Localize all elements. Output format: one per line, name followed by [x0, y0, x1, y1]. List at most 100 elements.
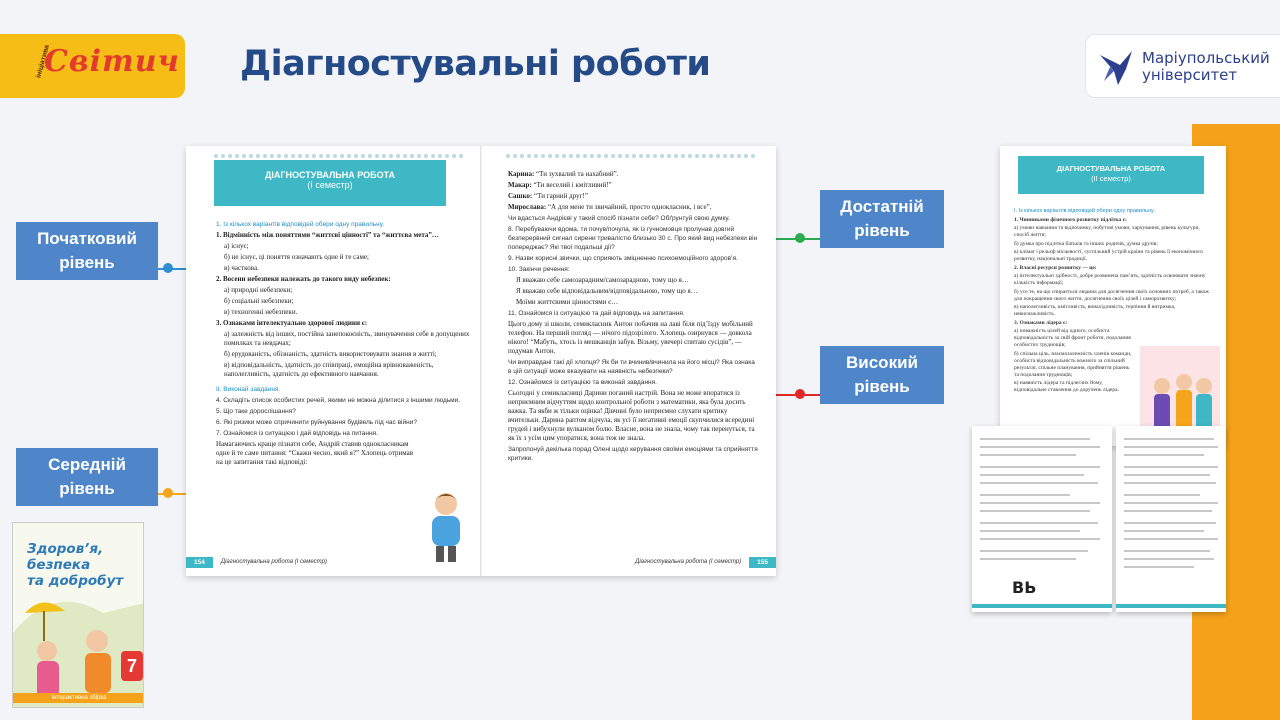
- mini-page-label: ВЬ: [1012, 578, 1037, 597]
- cover-publisher: Інтерактивна збірка: [13, 693, 143, 703]
- answer-karina: Карина: “Ти зухвалий та нахабний”.: [508, 170, 619, 178]
- connector-dot-medium: [163, 488, 173, 498]
- university-line-2: університет: [1142, 66, 1238, 84]
- sentence-option: Моїми життєвими цінностями є…: [516, 298, 619, 306]
- second-question-2: 2. Власні ресурси розвитку — це:: [1014, 264, 1097, 271]
- left-page-footer: 154 Діагностувальна робота (І семестр): [186, 556, 327, 568]
- dots-decoration-right: [506, 154, 755, 158]
- text-line: [980, 522, 1098, 524]
- level-initial-line-2: рівень: [59, 253, 115, 272]
- question-7-prompt: Чи вдасться Андрієві у такий спосіб пізн…: [508, 215, 730, 222]
- connector-dot-initial: [163, 263, 173, 273]
- text-line: [1124, 538, 1218, 540]
- connector-dot-sufficient: [795, 233, 805, 243]
- level-high-line-2: рівень: [854, 377, 910, 396]
- option: в) наполегливість, кмітливість, винахідл…: [1014, 304, 1176, 317]
- text-line: [980, 482, 1098, 484]
- option: а) природні небезпеки;: [224, 286, 293, 294]
- text-line: [980, 558, 1076, 560]
- option: б) думка про підлітка батьків та інших р…: [1014, 240, 1158, 247]
- question-8: 8. Перебуваючи вдома, ти почув/почула, я…: [508, 226, 758, 251]
- option: а) залежність від інших, постійна занепо…: [224, 330, 470, 347]
- answer-sashko: Сашко: “Ти гарний друг!”: [508, 192, 588, 200]
- question-11: 11. Ознайомся із ситуацією та дай відпов…: [508, 310, 685, 317]
- task-1: 1. Із кількох варіантів відповідей обери…: [216, 221, 385, 228]
- mini-page-left: ВЬ: [972, 426, 1112, 612]
- university-logo: Маріупольський університет: [1085, 34, 1280, 98]
- option: в) наявність лідера та підлеглих йому, в…: [1014, 380, 1119, 393]
- text-line: [980, 550, 1088, 552]
- cover-title-line-1: Здоров’я,: [27, 541, 104, 557]
- level-initial: Початковий рівень: [16, 222, 158, 280]
- text-line: [1124, 530, 1204, 532]
- text-line: [1124, 474, 1210, 476]
- question-11-prompt: Чи виправдані такі дії хлопця? Як би ти …: [508, 359, 755, 375]
- text-line: [1124, 502, 1218, 504]
- cover-title-line-2: безпека: [27, 557, 91, 573]
- banner-semester: (І семестр): [307, 180, 353, 190]
- right-page-footer: Діагностувальна робота (І семестр) 155: [635, 556, 776, 568]
- question-3: 3. Ознаками інтелектуально здорової люди…: [216, 319, 368, 327]
- text-line: [1124, 454, 1204, 456]
- text-line: [980, 474, 1084, 476]
- option: б) не існує, ці поняття означають одне й…: [224, 253, 369, 261]
- page-number-left: 154: [186, 556, 213, 568]
- university-line-1: Маріупольський: [1142, 49, 1270, 67]
- text-line: [980, 466, 1100, 468]
- question-2: 2. Восени небезпеки належать до такого в…: [216, 275, 391, 283]
- logo-text: Світич: [44, 44, 180, 79]
- text-line: [980, 502, 1100, 504]
- option: б) ерудованість, обізнаність, здатність …: [224, 350, 437, 358]
- question-12: 12. Ознайомся із ситуацією та виконай за…: [508, 379, 657, 386]
- question-9: 9. Назви корисні звички, що сприяють змі…: [508, 255, 738, 262]
- text-line: [1124, 482, 1216, 484]
- level-medium-line-1: Середній: [48, 455, 126, 474]
- second-task-1: I. Із кількох варіантів відповідей обери…: [1014, 208, 1155, 214]
- text-line: [1124, 494, 1200, 496]
- work-banner: ДІАГНОСТУВАЛЬНА РОБОТА (І семестр): [214, 160, 446, 206]
- sentence-option: Я вважаю себе відповідальним/відповідаль…: [516, 287, 698, 295]
- second-question-3: 3. Ознаками лідера є:: [1014, 319, 1068, 326]
- text-line: [980, 454, 1076, 456]
- level-high-line-1: Високий: [846, 353, 918, 372]
- option: в) часткова.: [224, 264, 259, 272]
- option: в) клімат і рельєф місцевості, суспільни…: [1014, 249, 1204, 262]
- second-banner-semester: (II семестр): [1091, 174, 1131, 183]
- second-banner-title: ДІАГНОСТУВАЛЬНА РОБОТА: [1056, 164, 1166, 173]
- option: а) поважність цілей від одного, особиста…: [1014, 328, 1131, 348]
- text-line: [980, 446, 1100, 448]
- connector-medium: [158, 493, 202, 495]
- text-line: [980, 510, 1090, 512]
- second-semester-page: ДІАГНОСТУВАЛЬНА РОБОТА (II семестр) I. І…: [1000, 146, 1226, 446]
- second-semester-banner: ДІАГНОСТУВАЛЬНА РОБОТА (II семестр): [1018, 156, 1204, 194]
- task-2: II. Виконай завдання.: [216, 386, 281, 393]
- text-line: [980, 438, 1090, 440]
- question-7: 7. Ознайомся із ситуацією і дай відповід…: [216, 430, 378, 437]
- page-title: Діагностувальні роботи: [240, 44, 711, 84]
- connector-dot-high: [795, 389, 805, 399]
- footer-text-left: Діагностувальна робота (І семестр): [220, 559, 327, 565]
- option: в) техногенні небезпеки.: [224, 308, 298, 316]
- bird-icon: [1100, 51, 1132, 85]
- option: а) інтелектуальні здібності, добре розви…: [1014, 273, 1206, 286]
- page-bar: [1116, 604, 1226, 608]
- level-medium-line-2: рівень: [59, 479, 115, 498]
- option: в) відповідальність, здатність до співпр…: [224, 361, 434, 378]
- level-sufficient-line-2: рівень: [854, 221, 910, 240]
- second-semester-text: I. Із кількох варіантів відповідей обери…: [1014, 208, 1210, 396]
- grade-badge: 7: [121, 651, 143, 681]
- question-11-text: Цього дому зі школи, семикласник Антон п…: [508, 320, 753, 355]
- question-1: 1. Відмінність між поняттями “життєві ці…: [216, 231, 439, 239]
- boy-illustration: [432, 493, 460, 562]
- second-question-1: 1. Чинниками фізичного розвитку підлітка…: [1014, 216, 1127, 223]
- text-line: [1124, 438, 1214, 440]
- question-12-prompt: Запропонуй декілька порад Олені щодо кер…: [508, 446, 758, 462]
- text-line: [980, 494, 1070, 496]
- level-sufficient: Достатній рівень: [820, 190, 944, 248]
- page-bar: [972, 604, 1112, 608]
- level-medium: Середній рівень: [16, 448, 158, 506]
- question-12-text: Сьогодні у семикласниці Дарини поганий н…: [508, 389, 755, 442]
- text-line: [1124, 550, 1210, 552]
- sentence-option: Я вважаю себе самозарадним/самозарадною,…: [516, 276, 689, 284]
- book-spine: [480, 146, 482, 576]
